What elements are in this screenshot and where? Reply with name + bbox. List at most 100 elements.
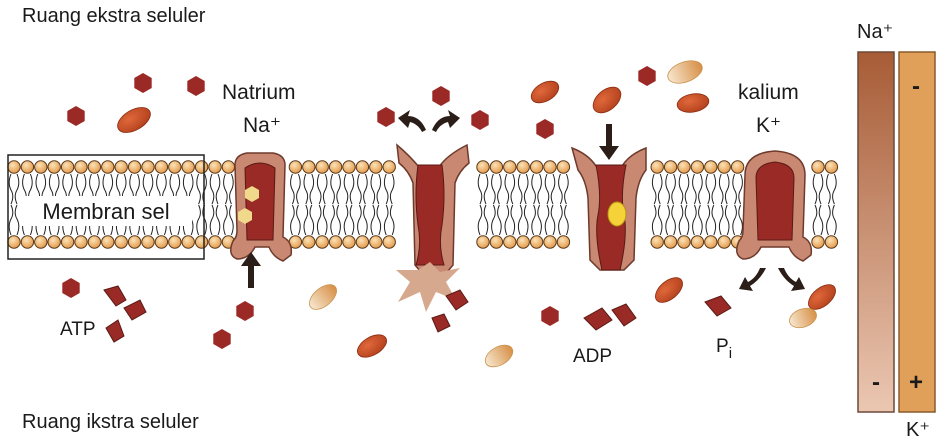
lipid-tail	[718, 204, 724, 236]
lipid-head	[476, 235, 490, 249]
potassium-ion	[309, 284, 337, 310]
extracellular-label: Ruang ekstra seluler	[22, 5, 206, 27]
lipid-tail	[363, 204, 368, 236]
lipid-tail	[510, 173, 516, 205]
sodium-ion	[62, 278, 80, 298]
lipid-head	[811, 160, 825, 174]
arrow-out-right	[432, 110, 460, 132]
bar-sodium-label: Na⁺	[857, 21, 893, 43]
lipid-tail	[229, 204, 234, 236]
lipid-head	[690, 160, 705, 174]
lipid-head	[529, 235, 544, 249]
potassium-ion	[808, 284, 836, 310]
lipid-head	[181, 160, 195, 174]
lipid-tail	[531, 173, 536, 205]
lipid-tail	[330, 173, 335, 205]
lipid-tail	[383, 204, 389, 236]
lipid-tail	[343, 204, 349, 236]
sodium-ions	[62, 66, 656, 349]
lipid-tail	[517, 173, 523, 205]
potassium-ions	[117, 60, 836, 368]
lipid-head	[677, 160, 691, 174]
lipid-head	[141, 235, 155, 249]
sodium-ion	[134, 73, 152, 93]
lipid-head	[101, 235, 115, 249]
lipid-tail	[826, 204, 831, 236]
lipid-head	[181, 235, 195, 249]
lipid-tail	[349, 204, 355, 236]
lipid-head	[20, 160, 35, 174]
lipid-tail	[826, 173, 831, 205]
lipid-head	[328, 235, 343, 249]
lipid-tail	[832, 204, 837, 236]
lipid-tail	[558, 173, 563, 205]
lipid-tail	[657, 173, 663, 205]
lipid-tail	[718, 173, 724, 205]
sodium-name-label: Natrium	[222, 81, 296, 104]
lipid-head	[315, 235, 329, 249]
lipid-head	[87, 160, 102, 174]
lipid-head	[47, 160, 61, 174]
lipid-tail	[732, 173, 737, 205]
sodium-ion	[187, 76, 205, 96]
lipid-tail	[491, 204, 496, 236]
potassium-symbol-label: K⁺	[756, 114, 781, 137]
lipid-head	[650, 160, 664, 174]
lipid-tail	[531, 204, 536, 236]
bar-potassium-label: K⁺	[906, 419, 930, 441]
lipid-head	[34, 235, 48, 249]
lipid-tail	[316, 204, 322, 236]
lipid-tail	[651, 204, 657, 236]
lipid-head	[328, 160, 343, 174]
lipid-head	[717, 160, 731, 174]
lipid-head	[208, 160, 222, 174]
lipid-heads	[7, 160, 839, 249]
arrow-up	[241, 252, 261, 288]
lipid-tail	[209, 173, 215, 205]
lipid-head	[529, 160, 544, 174]
lipid-tail	[370, 173, 376, 205]
lipid-tail	[316, 173, 322, 205]
potassium-ion	[655, 277, 683, 303]
inorganic-phosphate	[704, 295, 732, 317]
lipid-head	[730, 160, 745, 174]
lipid-head	[342, 235, 356, 249]
adp-molecule	[583, 303, 637, 331]
potassium-ion	[667, 60, 703, 84]
lipid-head	[516, 160, 530, 174]
lipid-tail	[537, 173, 542, 205]
lipid-tail	[389, 204, 395, 236]
bound-potassium-ion	[607, 201, 627, 227]
lipid-head	[34, 160, 48, 174]
lipid-tail	[812, 173, 818, 205]
potassium-ion	[676, 93, 710, 113]
lipid-tail	[322, 173, 328, 205]
lipid-head	[503, 235, 517, 249]
lipid-head	[154, 160, 169, 174]
lipid-head	[704, 160, 718, 174]
lipid-head	[194, 235, 209, 249]
lipid-head	[663, 160, 678, 174]
lipid-tail	[812, 204, 818, 236]
lipid-head	[382, 235, 396, 249]
lipid-head	[194, 160, 209, 174]
lipid-tail	[504, 204, 510, 236]
membrane-label-bg	[20, 196, 192, 226]
lipid-head	[355, 160, 370, 174]
lipid-head	[7, 160, 21, 174]
sodium-gradient-bar	[857, 51, 895, 413]
lipid-tail	[544, 173, 550, 205]
lipid-head	[221, 160, 236, 174]
sodium-ion	[471, 110, 489, 130]
lipid-tail	[343, 173, 349, 205]
lipid-tail	[684, 204, 690, 236]
lipid-head	[127, 235, 142, 249]
atp-molecule	[103, 285, 147, 343]
lipid-tail	[705, 173, 711, 205]
lipid-tail	[483, 204, 489, 236]
lipid-head	[690, 235, 705, 249]
lipid-tail	[389, 173, 395, 205]
lipid-tail	[651, 173, 657, 205]
lipid-tail	[671, 204, 676, 236]
lipid-head	[342, 160, 356, 174]
